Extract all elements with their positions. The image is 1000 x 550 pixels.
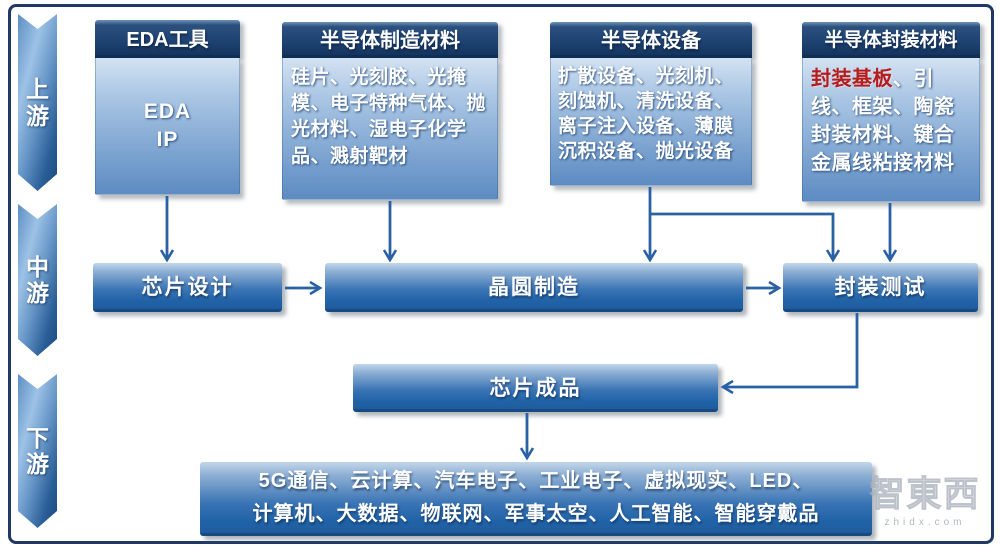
stage-ribbon-label: 上 <box>26 76 49 103</box>
column-content: 扩散设备、光刻机、刻蚀机、清洗设备、离子注入设备、薄膜沉积设备、抛光设备 <box>550 58 752 186</box>
process-node-label: 芯片设计 <box>141 276 234 299</box>
column-header: 半导体设备 <box>550 22 752 58</box>
column-content-line: IP <box>156 128 179 151</box>
column-content-line: EDA <box>143 99 192 123</box>
process-node-label: 封装测试 <box>834 276 927 299</box>
column-equipment: 半导体设备 扩散设备、光刻机、刻蚀机、清洗设备、离子注入设备、薄膜沉积设备、抛光… <box>550 22 752 186</box>
process-node-label: 晶圆制造 <box>488 276 580 299</box>
applications-line: 计算机、大数据、物联网、军事太空、人工智能、智能穿戴品 <box>252 502 820 525</box>
column-eda-tools: EDA工具 EDA IP <box>95 20 240 195</box>
stage-ribbon-midstream: 中 游 <box>18 204 57 356</box>
column-packaging-materials: 半导体封装材料 封装基板、引线、框架、陶瓷封装材料、键合金属线粘接材料 <box>802 22 980 202</box>
stage-ribbon-label: 游 <box>26 451 49 477</box>
process-node-packaging-testing: 封装测试 <box>783 263 978 312</box>
downstream-applications-node: 5G通信、云计算、汽车电子、工业电子、虚拟现实、LED、 计算机、大数据、物联网… <box>200 462 872 536</box>
process-node-finished-chip: 芯片成品 <box>353 364 718 412</box>
stage-ribbon-label: 游 <box>26 280 49 306</box>
column-content-rest: 、引线、框架、陶瓷封装材料、键合金属线粘接材料 <box>811 68 955 174</box>
highlighted-term: 封装基板 <box>811 68 893 90</box>
applications-line: 5G通信、云计算、汽车电子、工业电子、虚拟现实、LED、 <box>258 469 814 492</box>
column-manufacturing-materials: 半导体制造材料 硅片、光刻胶、光掩模、电子特种气体、抛光材料、湿电子化学品、溅射… <box>282 22 498 200</box>
column-header: 半导体封装材料 <box>802 22 980 58</box>
column-header: EDA工具 <box>95 20 240 58</box>
process-node-chip-design: 芯片设计 <box>93 263 282 312</box>
stage-ribbon-label: 游 <box>26 102 49 129</box>
column-content: 封装基板、引线、框架、陶瓷封装材料、键合金属线粘接材料 <box>802 58 980 202</box>
stage-ribbon-label: 中 <box>26 253 49 280</box>
stage-ribbon-upstream: 上 游 <box>18 14 57 191</box>
process-node-wafer-fabrication: 晶圆制造 <box>325 263 743 312</box>
column-content: EDA IP <box>95 58 240 195</box>
process-node-label: 芯片成品 <box>489 376 582 400</box>
stage-ribbon-label: 下 <box>26 424 49 451</box>
stage-ribbon-downstream: 下 游 <box>18 374 57 528</box>
column-header: 半导体制造材料 <box>282 22 498 58</box>
column-content: 硅片、光刻胶、光掩模、电子特种气体、抛光材料、湿电子化学品、溅射靶材 <box>282 58 498 200</box>
